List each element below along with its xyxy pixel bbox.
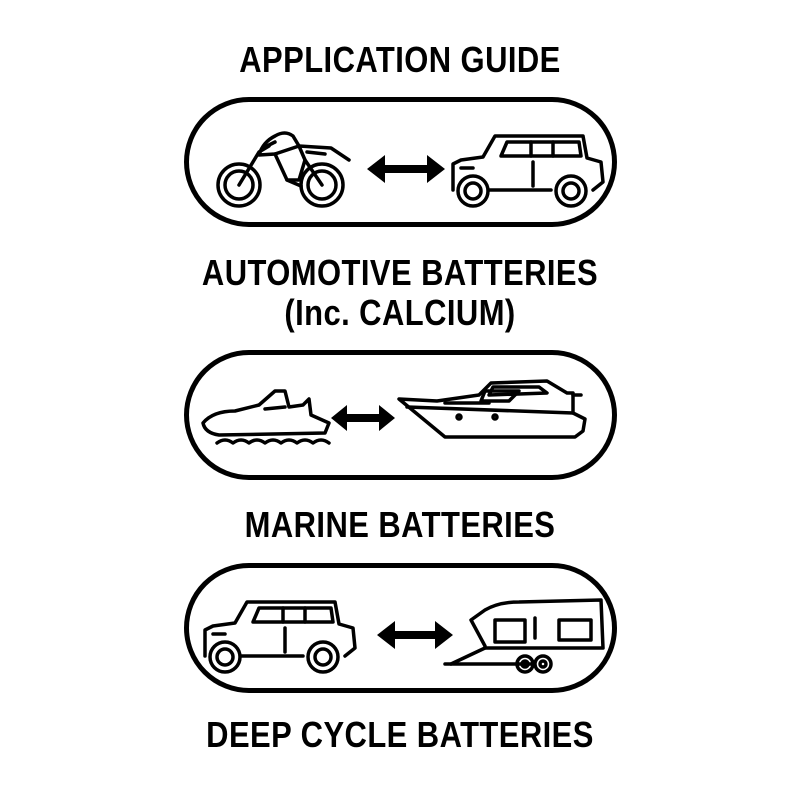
deep-cycle-label: DEEP CYCLE BATTERIES <box>206 714 594 755</box>
motor-yacht-icon <box>399 381 585 437</box>
caravan-icon <box>445 600 603 672</box>
suv-icon <box>205 602 355 672</box>
automotive-panel <box>184 97 617 227</box>
marine-label: MARINE BATTERIES <box>244 504 556 545</box>
marine-panel <box>184 350 617 480</box>
automotive-sublabel: (Inc. CALCIUM) <box>284 292 516 333</box>
automotive-label: AUTOMOTIVE BATTERIES <box>201 252 599 293</box>
double-arrow-icon <box>377 621 453 649</box>
double-arrow-icon <box>367 155 445 183</box>
motorcycle-icon <box>218 133 349 206</box>
double-arrow-icon <box>331 405 395 431</box>
jet-ski-icon <box>203 391 329 443</box>
deep-cycle-panel <box>184 563 617 693</box>
page-title: APPLICATION GUIDE <box>239 39 561 80</box>
suv-icon <box>453 136 603 206</box>
